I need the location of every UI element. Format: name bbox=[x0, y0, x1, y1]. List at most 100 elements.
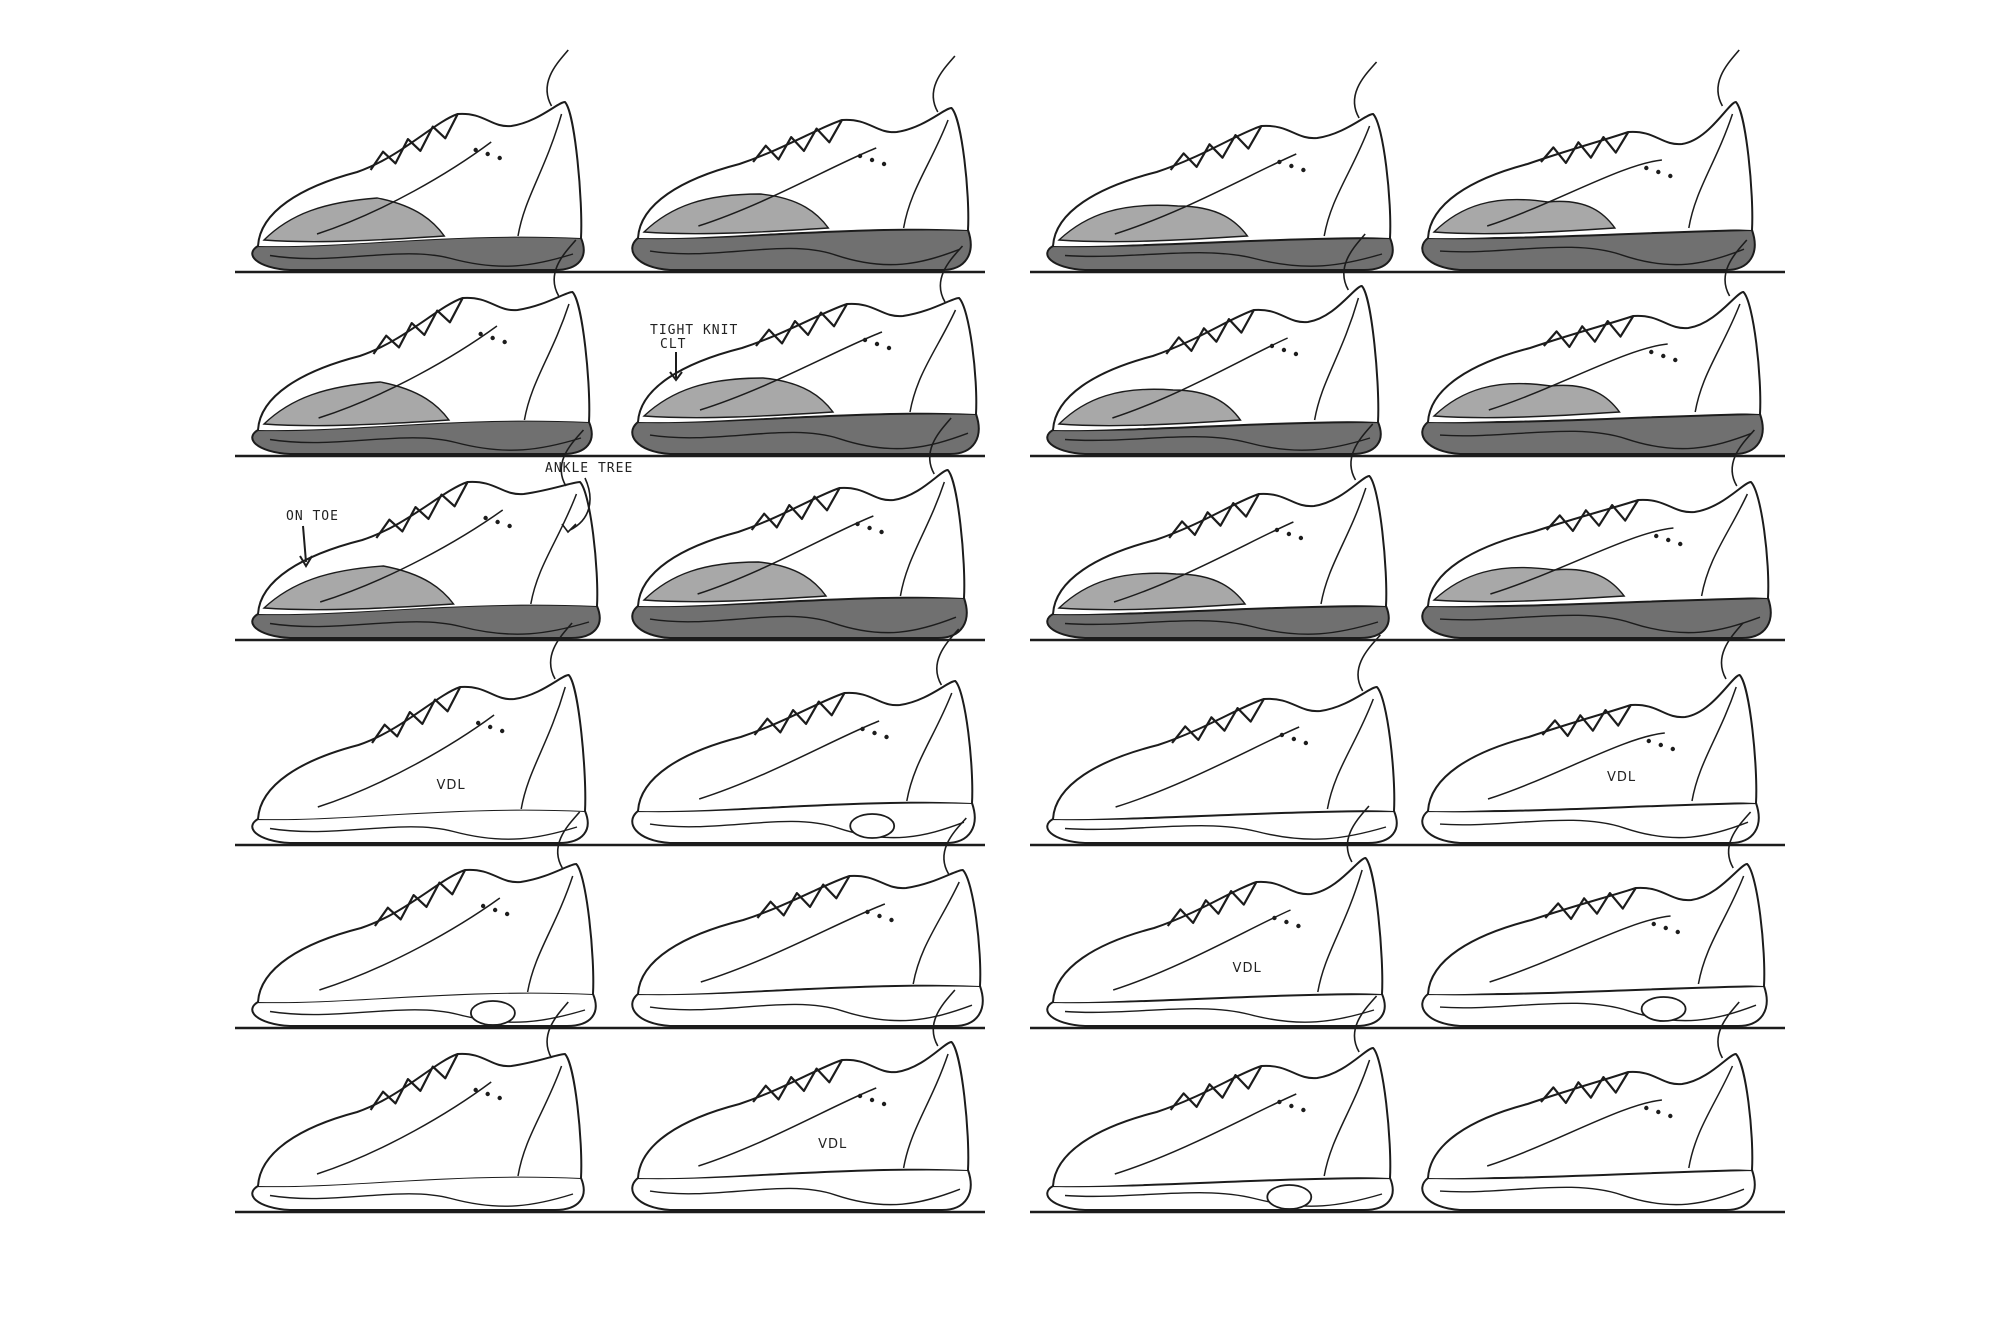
laces bbox=[375, 481, 469, 539]
eyelet bbox=[867, 525, 872, 531]
eyelet bbox=[1281, 347, 1287, 353]
eyelet bbox=[495, 519, 500, 525]
eyelet bbox=[1661, 353, 1666, 359]
leg-guide-line bbox=[1353, 995, 1378, 1053]
eyelet bbox=[1298, 535, 1304, 541]
upper-outline bbox=[637, 296, 978, 423]
laces bbox=[1171, 698, 1265, 744]
leg-guide-line bbox=[928, 417, 952, 475]
midsole bbox=[1421, 801, 1760, 844]
side-panel bbox=[1432, 198, 1617, 235]
heel-pod bbox=[1266, 1184, 1313, 1210]
eyelet bbox=[865, 909, 870, 915]
eyelet bbox=[1668, 173, 1673, 179]
panel-line bbox=[1489, 915, 1671, 983]
heel-pod bbox=[1640, 996, 1687, 1022]
midsole bbox=[631, 1168, 972, 1211]
eyelet bbox=[1289, 163, 1294, 169]
leg-guide-line bbox=[939, 245, 964, 303]
upper-outline bbox=[637, 106, 970, 239]
eyelet bbox=[1649, 349, 1654, 355]
eyelet bbox=[1651, 921, 1656, 927]
upper-fill bbox=[638, 870, 981, 995]
upper-outline bbox=[637, 1040, 970, 1179]
eyelet bbox=[502, 339, 507, 345]
eyelet bbox=[855, 521, 860, 527]
panel-line bbox=[1486, 159, 1662, 227]
midsole-contour bbox=[1064, 1192, 1383, 1207]
eyelet bbox=[1274, 527, 1280, 533]
midsole-contour bbox=[1439, 614, 1761, 634]
eyelet bbox=[1269, 343, 1275, 349]
shoe-sketch: VDL bbox=[1046, 805, 1386, 1027]
shoe-sketch: VDL bbox=[631, 989, 972, 1211]
laces bbox=[752, 119, 843, 163]
annotation-arrow bbox=[669, 352, 683, 382]
eyelet bbox=[889, 917, 894, 923]
upper-fill bbox=[258, 1053, 582, 1187]
laces bbox=[755, 303, 848, 347]
eyelet bbox=[487, 724, 493, 730]
panel-line bbox=[316, 1081, 492, 1175]
laces bbox=[756, 875, 851, 919]
shoe-sketch bbox=[251, 1001, 585, 1211]
panel-line bbox=[319, 897, 501, 991]
heel-counter bbox=[906, 692, 953, 802]
side-panel bbox=[642, 561, 828, 603]
eyelet bbox=[504, 911, 510, 917]
shoe-sketch bbox=[1421, 49, 1756, 271]
midsole-contour bbox=[1064, 1008, 1375, 1023]
upper-outline bbox=[257, 100, 583, 247]
heel-counter bbox=[912, 881, 960, 985]
laces bbox=[1543, 315, 1635, 348]
shoe-sketch bbox=[251, 49, 585, 271]
midsole bbox=[1421, 596, 1772, 639]
upper-fill bbox=[258, 864, 594, 1003]
leg-guide-line bbox=[932, 989, 956, 1047]
upper-fill bbox=[1428, 675, 1757, 812]
midsole-contour bbox=[1439, 819, 1749, 839]
midsole bbox=[1421, 228, 1756, 271]
eyelet bbox=[869, 157, 875, 163]
eyelet bbox=[1656, 169, 1661, 175]
laces bbox=[1166, 881, 1258, 927]
upper-outline bbox=[257, 673, 587, 820]
laces bbox=[374, 869, 467, 927]
eyelet bbox=[881, 161, 887, 167]
upper-outline bbox=[637, 679, 974, 812]
upper-outline bbox=[637, 468, 966, 607]
eyelet bbox=[1675, 929, 1680, 935]
midsole-contour bbox=[649, 247, 961, 266]
upper-fill bbox=[1053, 1048, 1391, 1187]
midsole-contour bbox=[1064, 620, 1379, 635]
leg-guide-line bbox=[1346, 805, 1370, 863]
eyelet bbox=[879, 529, 884, 535]
eyelet bbox=[1678, 541, 1683, 547]
shoe-sketch bbox=[251, 429, 601, 639]
heel-counter bbox=[899, 481, 946, 597]
annotation-ankle: ANKLE TREE bbox=[545, 461, 633, 476]
leg-guide-line bbox=[943, 817, 967, 875]
shoe-sketch bbox=[1421, 811, 1768, 1027]
leg-guide-line bbox=[546, 49, 569, 107]
eyelet bbox=[497, 155, 502, 161]
eyelet bbox=[860, 726, 865, 732]
shoe-sketch bbox=[1046, 61, 1394, 271]
annotations: TIGHT KNIT CLT ON TOE ANKLE TREE bbox=[286, 323, 737, 568]
laces bbox=[1540, 1071, 1630, 1104]
midsole bbox=[1421, 412, 1764, 455]
eyelet bbox=[1293, 351, 1299, 357]
heel-counter bbox=[520, 686, 566, 810]
eyelet bbox=[1301, 167, 1306, 173]
heel-counter bbox=[1691, 686, 1737, 802]
heel-counter bbox=[1317, 869, 1363, 993]
laces bbox=[1540, 131, 1630, 164]
panel-line bbox=[1490, 527, 1674, 595]
leg-guide-line bbox=[1717, 49, 1740, 107]
leg-guide-line bbox=[1727, 811, 1752, 869]
eyelet bbox=[874, 341, 880, 347]
heel-counter bbox=[526, 875, 574, 993]
laces bbox=[1165, 309, 1255, 355]
midsole-contour bbox=[1064, 825, 1387, 840]
